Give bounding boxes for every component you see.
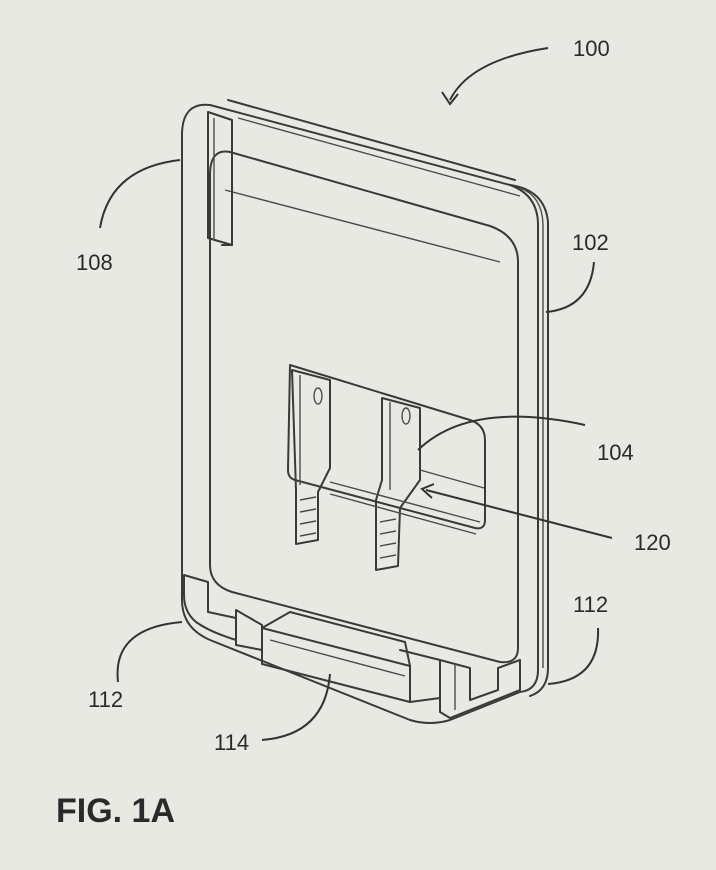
leader-120 bbox=[425, 489, 613, 539]
figure-caption: FIG. 1A bbox=[56, 792, 175, 830]
port-window bbox=[287, 364, 486, 530]
corner-clip bbox=[207, 111, 233, 246]
leader-114 bbox=[261, 673, 331, 741]
label-100: 100 bbox=[573, 36, 610, 61]
housing-back-panel bbox=[181, 103, 539, 724]
label-114: 114 bbox=[214, 730, 249, 755]
label-104: 104 bbox=[597, 440, 634, 465]
left-foot bbox=[183, 574, 237, 641]
leader-100 bbox=[449, 47, 549, 101]
leader-102 bbox=[545, 261, 595, 313]
leader-112-right bbox=[547, 627, 600, 685]
left-contact-tab bbox=[291, 369, 331, 545]
housing-side-edge bbox=[509, 184, 549, 697]
right-contact-tab bbox=[375, 397, 421, 571]
label-120: 120 bbox=[634, 530, 671, 555]
front-face bbox=[209, 150, 519, 664]
device-body bbox=[181, 99, 549, 724]
leader-104 bbox=[417, 415, 586, 451]
leader-108 bbox=[99, 159, 181, 229]
slot-rail bbox=[329, 481, 481, 523]
housing-top-edge bbox=[227, 99, 516, 181]
leader-112-left bbox=[116, 621, 183, 683]
reference-labels: 100 102 108 104 120 112 112 114 bbox=[76, 36, 671, 755]
bottom-assembly bbox=[183, 574, 521, 719]
label-112-right: 112 bbox=[573, 592, 608, 617]
label-102: 102 bbox=[572, 230, 609, 255]
right-foot bbox=[439, 659, 521, 719]
label-112-left: 112 bbox=[88, 687, 123, 712]
strip-port bbox=[287, 364, 486, 571]
label-108: 108 bbox=[76, 250, 113, 275]
leader-lines bbox=[99, 47, 613, 741]
